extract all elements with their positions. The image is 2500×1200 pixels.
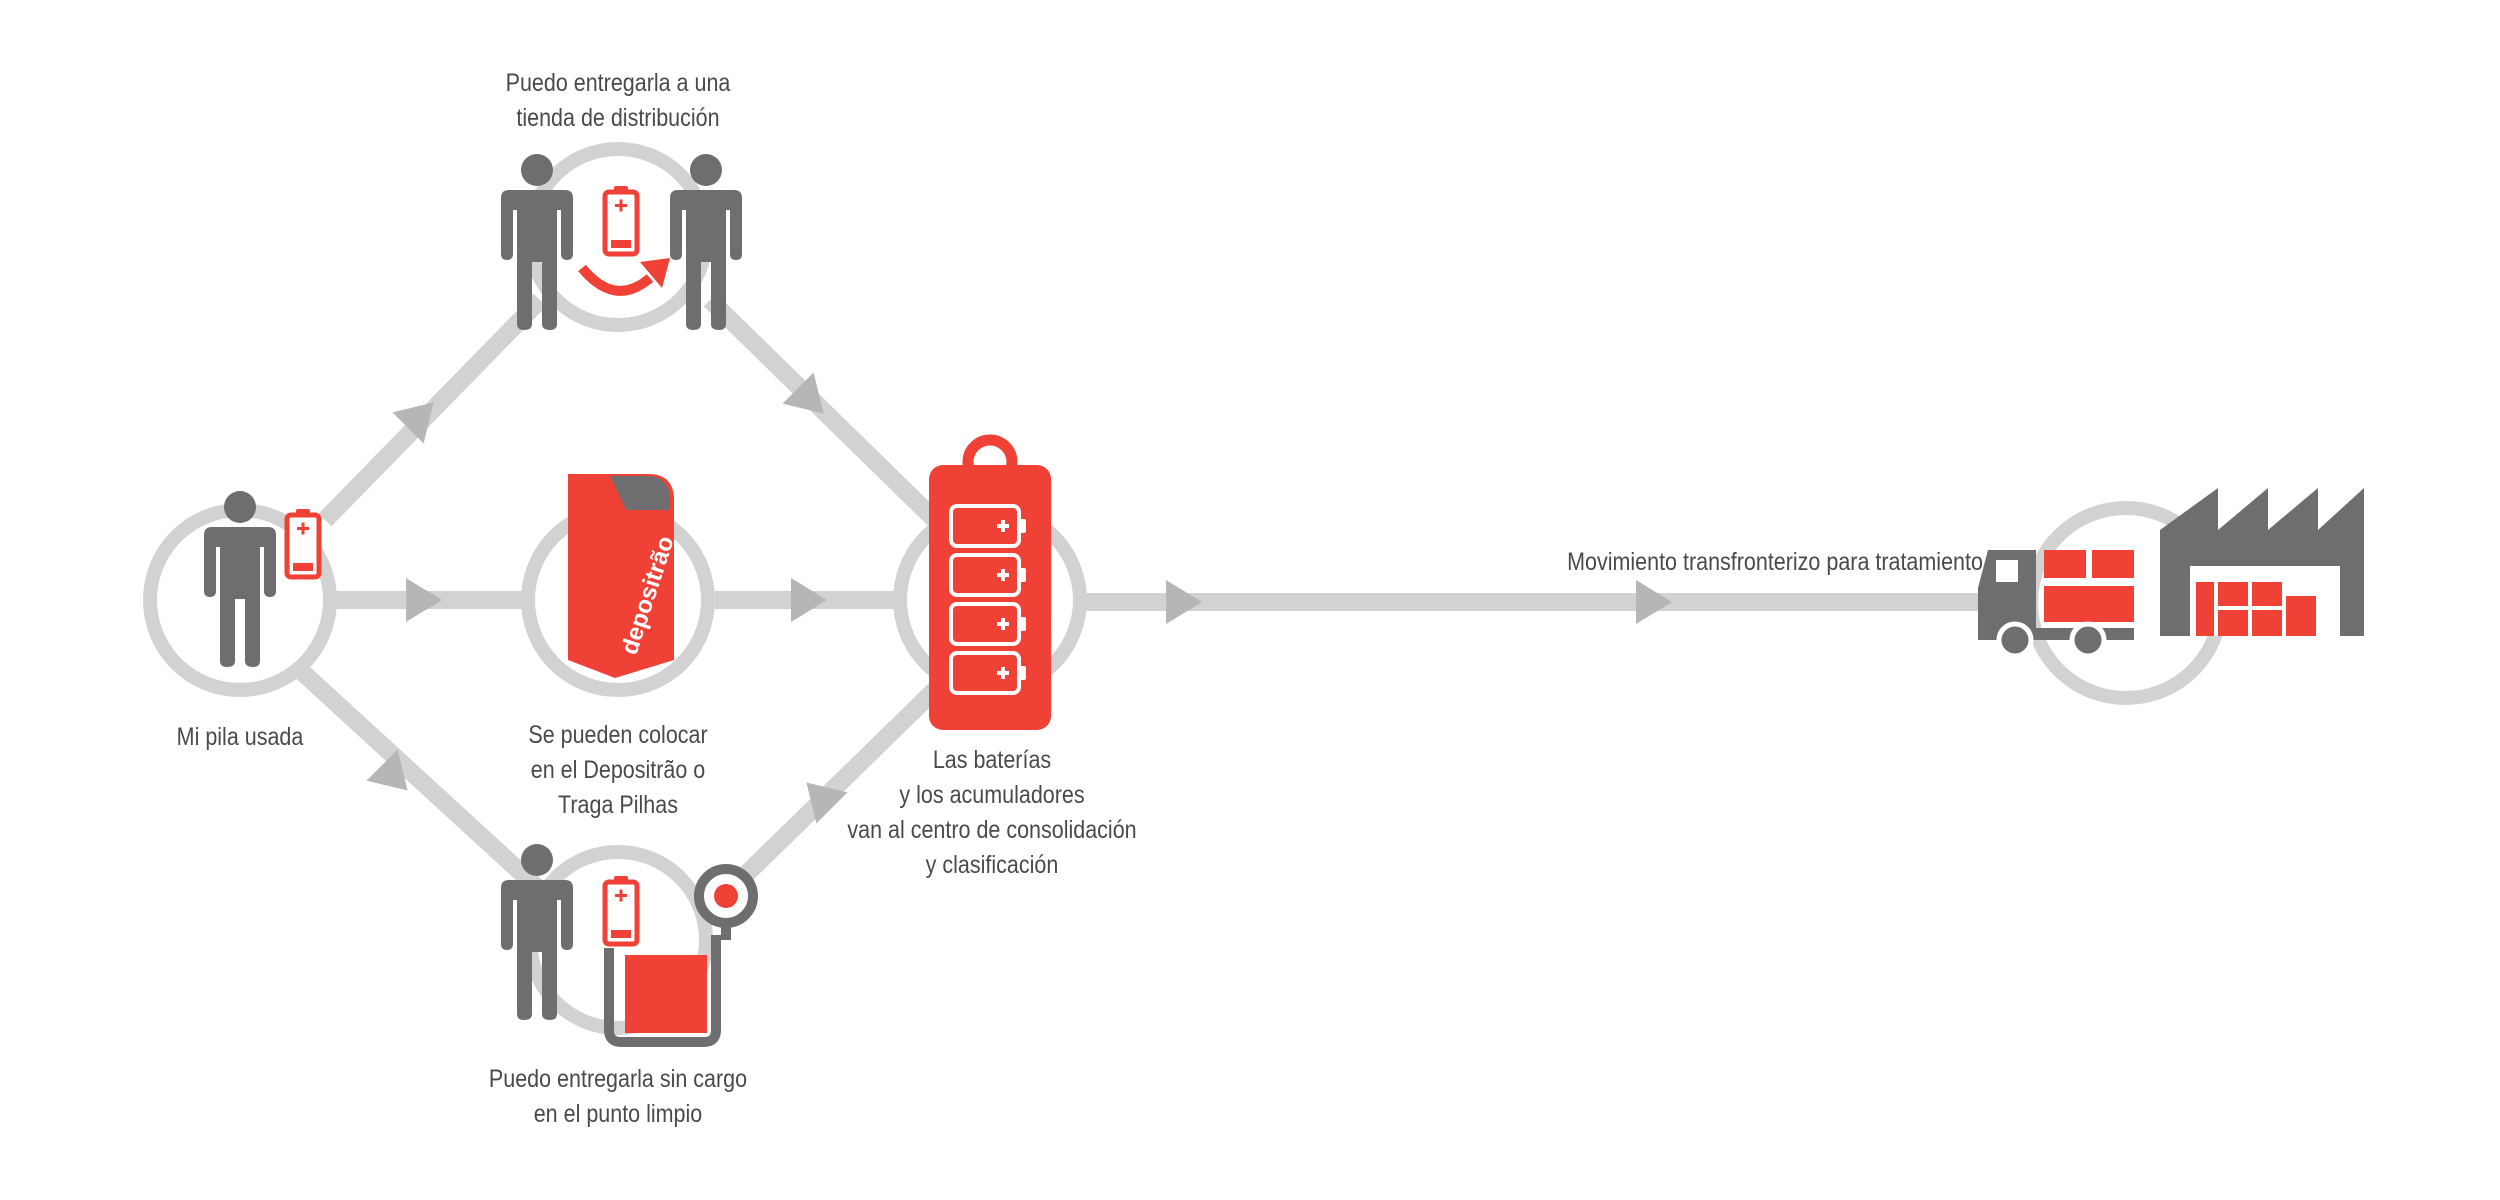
path-used-to-free	[293, 663, 547, 897]
label-line: Movimiento transfronterizo para tratamie…	[1567, 548, 1983, 576]
label-line: Puedo entregarla sin cargo	[488, 1065, 748, 1093]
rack-cell-1	[949, 504, 1028, 548]
label-line: Las baterías	[932, 746, 1052, 774]
label-line: en el punto limpio	[533, 1100, 703, 1128]
battery-icon	[605, 186, 637, 254]
curved-arrow-icon	[578, 258, 670, 296]
path-free-to-center	[723, 673, 952, 897]
label-line: en el Depositrão o	[530, 756, 706, 784]
arrow-used-to-depositrao	[406, 578, 442, 622]
label-consolidation-center: Las baterías y los acumuladores van al c…	[847, 743, 1136, 883]
depositrao-bin-icon: depositrão	[568, 474, 680, 678]
label-line: Mi pila usada	[176, 723, 304, 751]
battery-rack-icon	[929, 434, 1051, 730]
label-my-used-battery: Mi pila usada	[177, 720, 304, 755]
label-line: y los acumuladores	[899, 781, 1085, 809]
label-cross-border-treatment: Movimiento transfronterizo para tratamie…	[1567, 545, 1983, 580]
label-line: Puedo entregarla a una	[505, 69, 731, 97]
arrow-depositrao-to-center	[791, 578, 827, 622]
path-used-to-store	[318, 293, 547, 527]
node-treatment	[1978, 488, 2364, 659]
truck-icon	[1978, 550, 2134, 659]
battery-icon	[287, 509, 319, 577]
label-line: Se pueden colocar	[528, 721, 708, 749]
label-line: van al centro de consolidación	[847, 816, 1137, 844]
arrow-to-treatment	[1636, 580, 1672, 624]
factory-icon	[2160, 488, 2364, 636]
node-center	[929, 434, 1051, 730]
label-line: Traga Pilhas	[558, 791, 678, 819]
label-line: tienda de distribución	[516, 104, 720, 132]
node-free	[501, 844, 758, 1047]
label-depositrao: Se pueden colocar en el Depositrão o Tra…	[528, 718, 707, 823]
label-distribution-store: Puedo entregarla a una tienda de distrib…	[506, 66, 731, 136]
battery-icon	[605, 876, 637, 944]
rack-cell-2	[949, 553, 1028, 597]
node-store	[501, 154, 742, 330]
label-clean-point: Puedo entregarla sin cargo en el punto l…	[489, 1062, 747, 1132]
node-depositrao: depositrão	[568, 474, 680, 678]
label-line: y clasificación	[925, 851, 1059, 879]
node-rings	[143, 142, 2228, 1035]
rack-cell-3	[949, 602, 1028, 646]
arrow-center-out	[1166, 580, 1202, 624]
rack-cell-4	[949, 651, 1028, 695]
recycling-point-icon	[604, 864, 758, 1047]
